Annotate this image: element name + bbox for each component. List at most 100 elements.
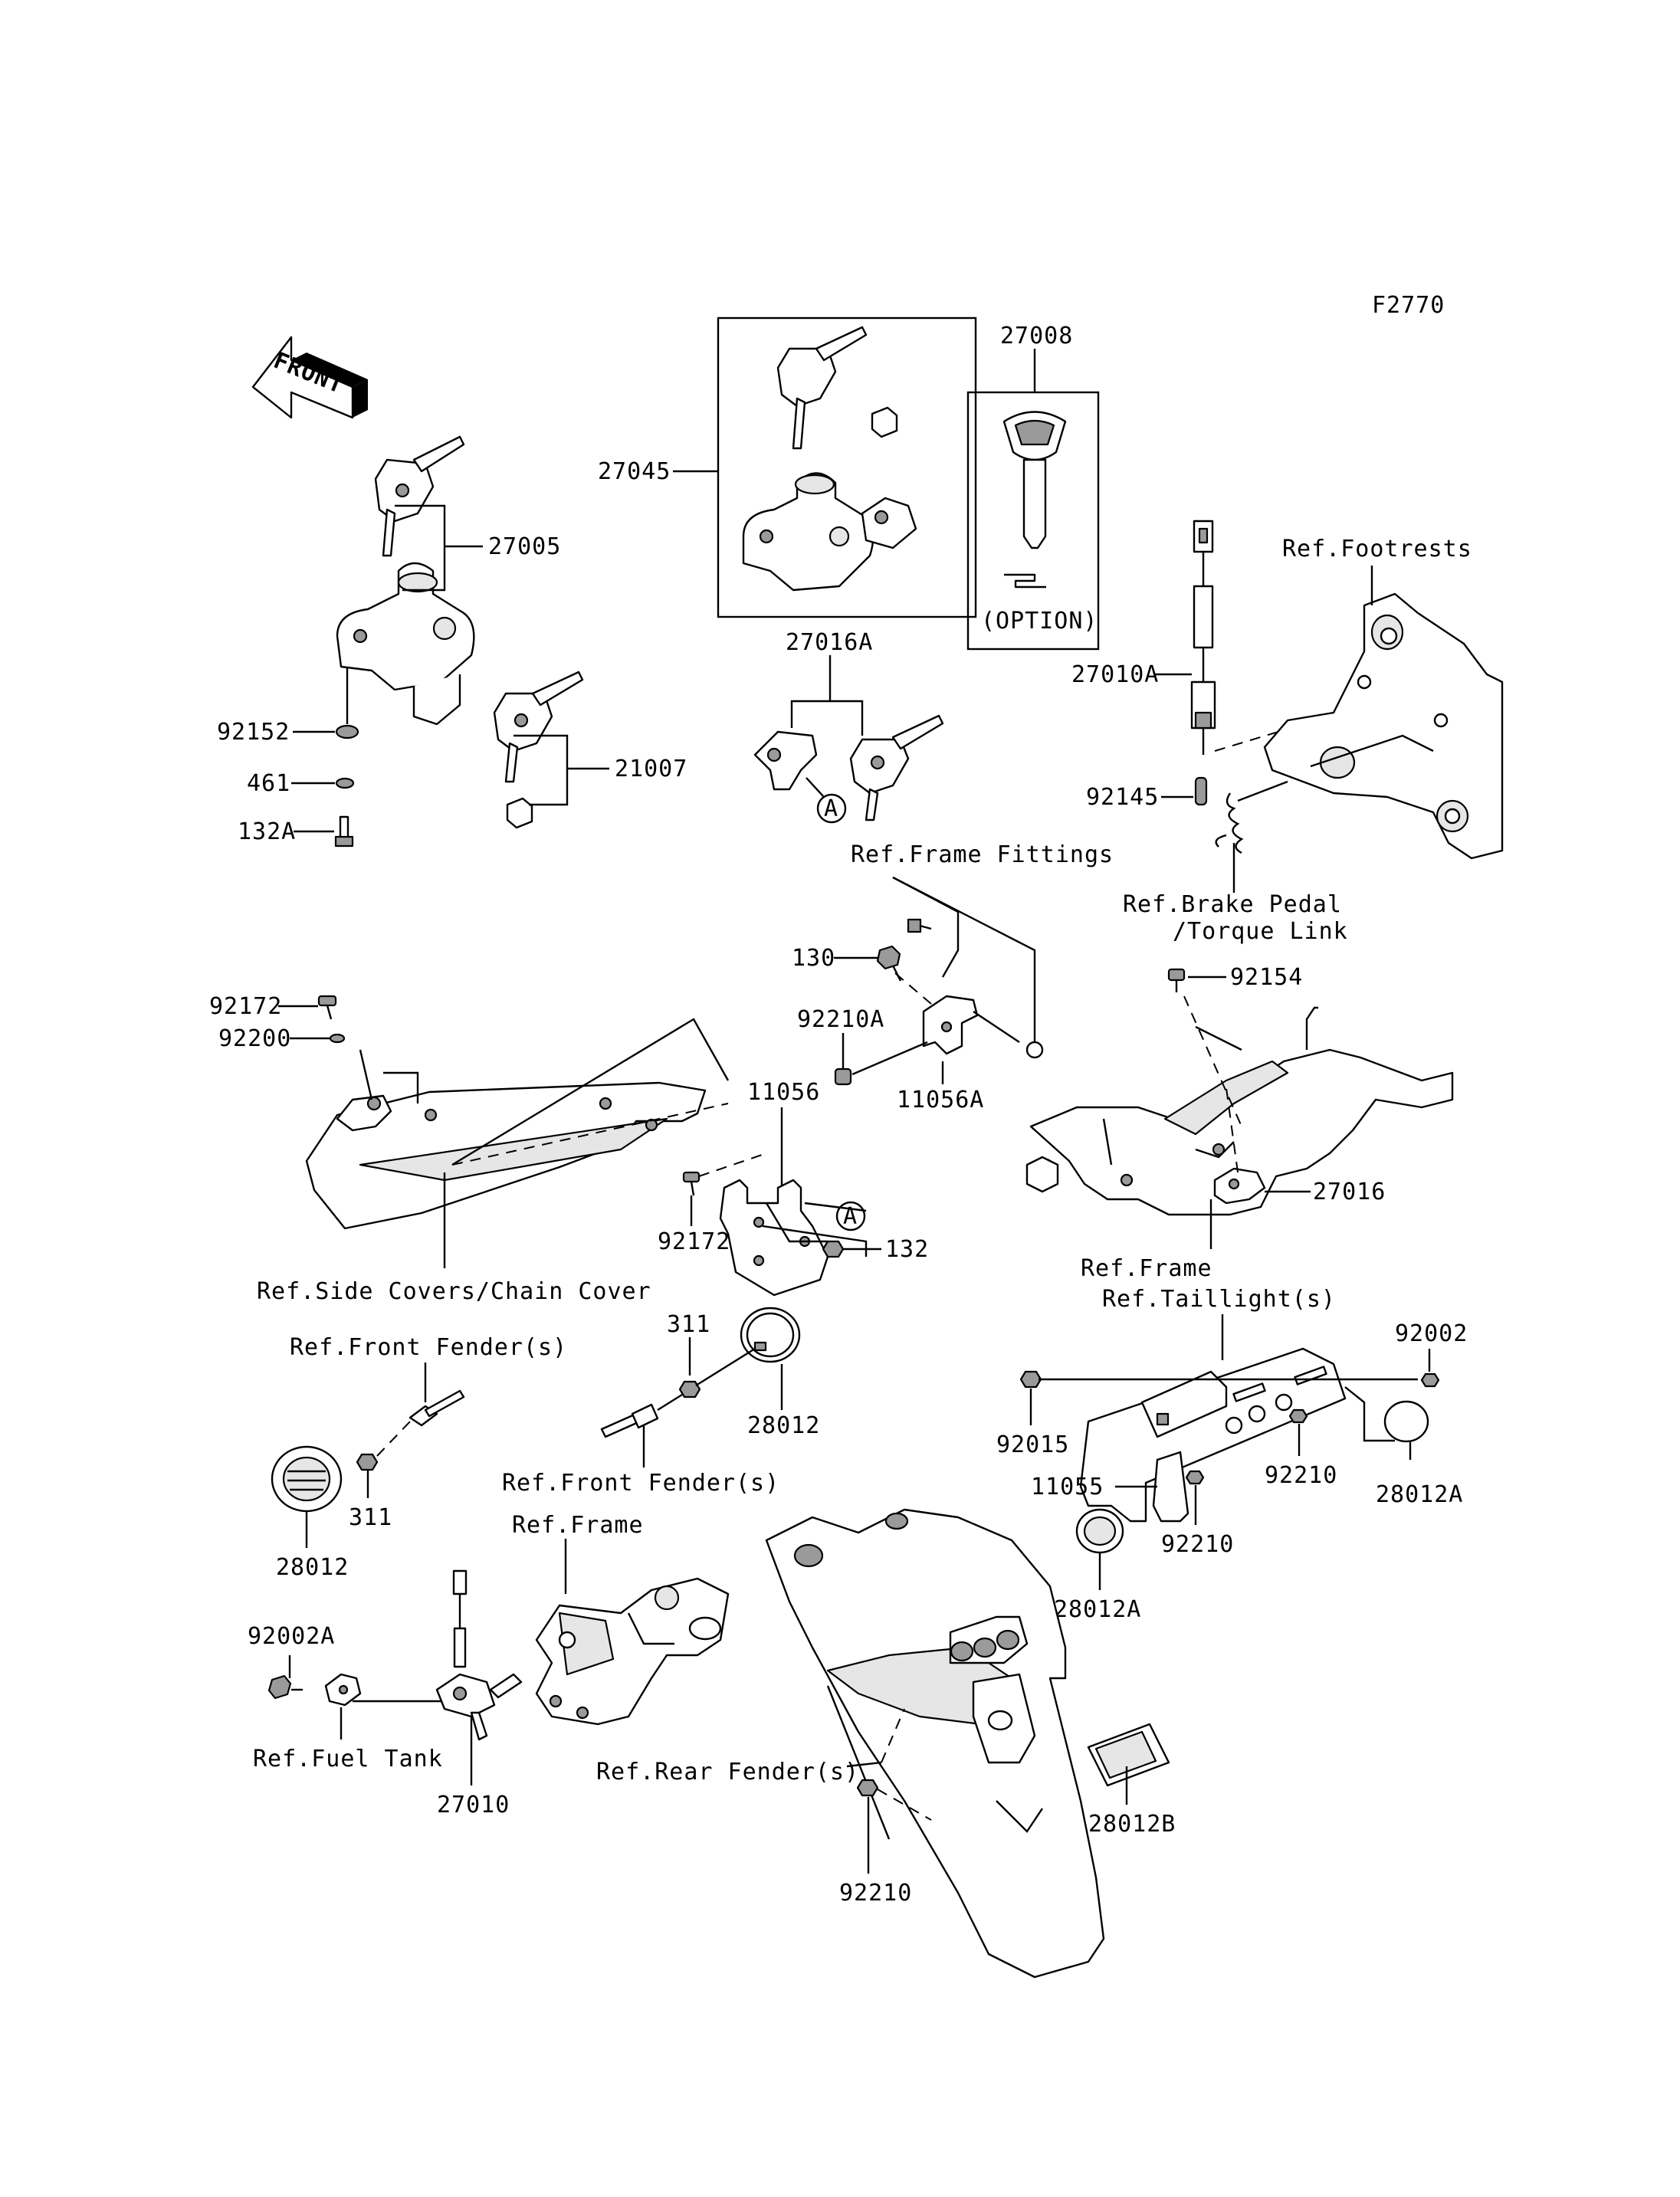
ref-frame-fittings: Ref.Frame Fittings <box>851 841 1114 868</box>
ref-fuel-tank: Ref.Fuel Tank <box>253 1746 443 1772</box>
leader-callout-a-mid2 <box>804 1202 867 1212</box>
reflector-28012B <box>1087 1723 1170 1787</box>
label-132: 132 <box>885 1236 929 1263</box>
label-92210A: 92210A <box>797 1006 884 1033</box>
rear-fender <box>765 1508 1105 1979</box>
ref-taillights: Ref.Taillight(s) <box>1102 1286 1336 1313</box>
label-27005: 27005 <box>488 533 561 560</box>
label-11056A: 11056A <box>897 1087 984 1113</box>
leader-92154-b <box>1195 1025 1242 1051</box>
reflector-28012-left <box>271 1445 343 1513</box>
dash-27010A-to-footrest <box>1214 700 1380 752</box>
label-11056: 11056 <box>747 1079 820 1106</box>
leader-28012A-right-bracket <box>1344 1386 1395 1442</box>
leader-27005 <box>395 504 446 592</box>
ref-brake-pedal: Ref.Brake Pedal <box>1123 891 1342 918</box>
label-11055: 11055 <box>1031 1474 1104 1500</box>
leader-callout-a-top <box>806 777 825 798</box>
label-28012-mid: 28012 <box>747 1412 820 1439</box>
option-note: (OPTION) <box>981 608 1098 635</box>
blank-key-27008 <box>1002 411 1067 589</box>
key-lock-set-21007 <box>493 671 584 829</box>
license-plate-bracket-11055 <box>1079 1347 1347 1523</box>
frame-mount-bracket <box>535 1577 730 1726</box>
box-27045 <box>717 316 977 618</box>
washer-92152 <box>335 724 359 739</box>
label-92002A: 92002A <box>248 1623 335 1650</box>
dash-92210-bottom <box>877 1789 932 1821</box>
nut-92210-right <box>1288 1408 1308 1424</box>
bolt-92002A <box>267 1674 303 1700</box>
label-27016A: 27016A <box>786 629 873 656</box>
bolt-frame-fittings <box>907 918 932 933</box>
label-21007: 21007 <box>615 756 687 782</box>
bolt-132 <box>822 1240 845 1258</box>
label-461: 461 <box>247 770 290 797</box>
leader-cover-tab <box>383 1071 419 1103</box>
ref-frame-bottom: Ref.Frame <box>512 1512 644 1539</box>
frame-rear-subframe <box>1025 1006 1454 1216</box>
leader-21007 <box>514 734 569 806</box>
callout-a-mid <box>835 1201 866 1231</box>
dash-130 <box>894 972 932 1005</box>
collar-frame-fittings <box>1025 1041 1044 1059</box>
screw-92172-bottom <box>682 1171 701 1196</box>
side-cover-chain-cover <box>305 1081 707 1230</box>
label-28012B: 28012B <box>1088 1811 1176 1838</box>
label-92210-bracket: 92210 <box>1161 1531 1234 1558</box>
lock-27016 <box>1213 1167 1266 1205</box>
label-28012A-bottom: 28012A <box>1054 1596 1141 1623</box>
label-27045: 27045 <box>598 458 671 485</box>
washer-92200 <box>329 1033 346 1044</box>
nut-92015 <box>1019 1370 1042 1389</box>
reflector-28012A-right <box>1383 1400 1429 1443</box>
ignition-switch-set-27005 <box>336 435 475 726</box>
footrest-bracket <box>1263 592 1504 860</box>
screw-92172-top <box>317 995 337 1020</box>
reflector-28012A-bottom <box>1075 1508 1124 1554</box>
label-92210-right: 92210 <box>1265 1462 1337 1489</box>
label-92172-top: 92172 <box>209 993 282 1020</box>
leader-27016A-left <box>790 655 832 728</box>
leader-92200-to-cover <box>359 1049 373 1100</box>
brake-switch-27010 <box>435 1569 523 1741</box>
label-92015: 92015 <box>996 1431 1069 1458</box>
label-130: 130 <box>792 945 835 972</box>
ref-front-fender-top: Ref.Front Fender(s) <box>290 1334 567 1361</box>
nut-92210-bottom <box>856 1779 879 1797</box>
bolt-132A <box>334 815 354 848</box>
front-arrow-icon: FRONT <box>251 336 368 419</box>
ref-frame-mid: Ref.Frame <box>1081 1255 1212 1282</box>
label-27008: 27008 <box>1000 323 1073 349</box>
cable-clamp <box>324 1673 362 1707</box>
label-311-left: 311 <box>349 1504 392 1531</box>
callout-a-top <box>816 793 847 824</box>
nut-92210-bracket <box>1185 1470 1205 1485</box>
ref-front-fender-mid: Ref.Front Fender(s) <box>502 1470 779 1497</box>
callout-a-mid-label: A <box>843 1203 858 1230</box>
ref-rear-fender: Ref.Rear Fender(s) <box>596 1759 859 1785</box>
label-28012A-right: 28012A <box>1376 1481 1463 1508</box>
leader-cover-to-bracket <box>451 1018 730 1166</box>
dash-92154 <box>1183 995 1242 1127</box>
label-92002: 92002 <box>1395 1320 1468 1347</box>
leader-92210A-line <box>851 1041 928 1076</box>
label-92154: 92154 <box>1230 964 1303 991</box>
dash-27016 <box>1226 1087 1239 1173</box>
spring-92145 <box>1194 776 1244 854</box>
ref-side-covers: Ref.Side Covers/Chain Cover <box>257 1278 651 1305</box>
label-92172-bottom: 92172 <box>658 1228 730 1255</box>
dash-311-left <box>376 1421 411 1457</box>
leader-spring-to-footrest <box>1237 780 1288 802</box>
label-28012-left: 28012 <box>276 1554 349 1581</box>
ref-footrests: Ref.Footrests <box>1282 536 1472 562</box>
leader-frame-fittings-mid <box>892 876 960 978</box>
label-92200: 92200 <box>218 1025 291 1052</box>
label-92145: 92145 <box>1086 784 1159 811</box>
leader-11056A-right <box>973 1011 1020 1043</box>
stud-front-fender-top <box>409 1389 465 1427</box>
leader-132-a <box>765 1202 828 1243</box>
leader-reflector-mid <box>695 1347 756 1387</box>
reflector-28012-mid <box>740 1307 801 1363</box>
